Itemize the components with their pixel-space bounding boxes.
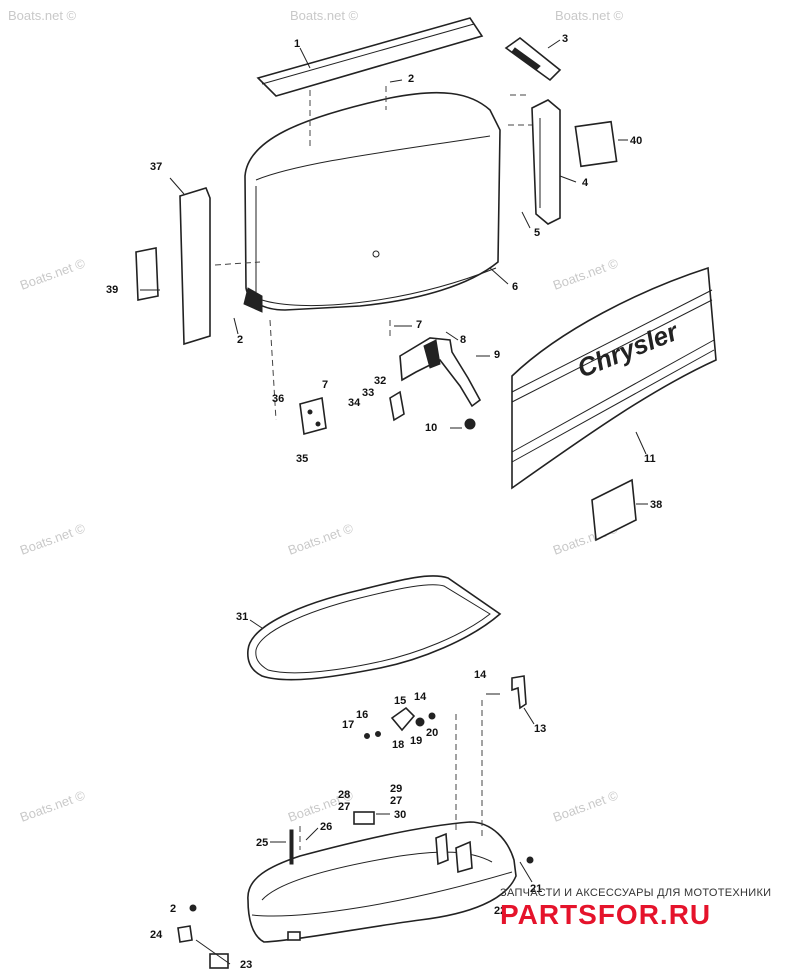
part-decal-40	[574, 120, 618, 168]
footer-logo: PARTSFOR.RU	[500, 899, 711, 930]
callout-13: 13	[534, 723, 546, 735]
callout-31: 31	[236, 611, 248, 623]
footer-branding: ЗАПЧАСТИ И АКСЕССУАРЫ ДЛЯ МОТОТЕХНИКИ PA…	[500, 887, 771, 930]
part-lower-tray	[247, 821, 517, 943]
callout-23: 23	[240, 959, 252, 971]
callout-2: 2	[408, 73, 414, 85]
callout-27: 27	[338, 801, 350, 813]
callout-34: 34	[348, 397, 361, 409]
part-decal-38	[591, 478, 637, 542]
callout-9: 9	[494, 349, 500, 361]
callout-26: 26	[320, 821, 332, 833]
part-upper-cowl	[243, 91, 501, 313]
assembly-guides-upper	[214, 86, 532, 421]
callout-38: 38	[650, 499, 662, 511]
watermark: Boats.net ©	[551, 255, 621, 293]
callout-7: 7	[322, 379, 328, 391]
watermark: Boats.net ©	[286, 520, 356, 558]
part-gasket	[247, 575, 502, 681]
callout-25: 25	[256, 837, 268, 849]
callout-36: 36	[272, 393, 284, 405]
callout-4: 4	[582, 177, 589, 189]
callout-27: 27	[390, 795, 402, 807]
callout-32: 32	[374, 375, 386, 387]
callout-22: 22	[494, 905, 506, 917]
callout-16: 16	[356, 709, 368, 721]
callout-29: 29	[390, 783, 402, 795]
callout-37: 37	[150, 161, 162, 173]
callout-28: 28	[338, 789, 350, 801]
part-top-trim	[256, 17, 484, 97]
callout-19: 19	[410, 735, 422, 747]
callout-2: 2	[170, 903, 176, 915]
lower-hardware	[177, 675, 534, 969]
callout-8: 8	[460, 334, 466, 346]
callout-35: 35	[296, 453, 308, 465]
callout-3: 3	[562, 33, 568, 45]
watermark: Boats.net ©	[555, 8, 624, 23]
callout-33: 33	[362, 387, 374, 399]
watermark: Boats.net ©	[8, 8, 77, 23]
callout-5: 5	[534, 227, 540, 239]
leader-lines	[140, 39, 648, 965]
callout-39: 39	[106, 284, 118, 296]
callout-40: 40	[630, 135, 642, 147]
watermark: Boats.net ©	[18, 787, 88, 825]
part-side-panel: Chrysler	[511, 266, 717, 490]
part-side-bracket	[531, 99, 561, 225]
callout-labels: 1 2 3 40 4 5 6 37 39 2 7 8 9 10 11 38 7 …	[106, 33, 662, 971]
callout-15: 15	[394, 695, 406, 707]
callout-14: 14	[414, 691, 427, 703]
part-latch-bracket	[504, 36, 562, 82]
callout-30: 30	[394, 809, 406, 821]
callout-6: 6	[512, 281, 518, 293]
callout-18: 18	[392, 739, 404, 751]
callout-7: 7	[416, 319, 422, 331]
footer-tagline: ЗАПЧАСТИ И АКСЕССУАРЫ ДЛЯ МОТОТЕХНИКИ	[500, 887, 771, 899]
part-side-strip	[135, 187, 211, 346]
callout-21: 21	[530, 883, 542, 895]
part-hinge-plate	[299, 390, 405, 436]
callout-20: 20	[426, 727, 438, 739]
callout-2: 2	[237, 334, 243, 346]
callout-24: 24	[150, 929, 163, 941]
watermark: Boats.net ©	[290, 8, 359, 23]
callout-1: 1	[294, 38, 300, 50]
callout-17: 17	[342, 719, 354, 731]
callout-14: 14	[474, 669, 487, 681]
watermark: Boats.net ©	[18, 255, 88, 293]
callout-11: 11	[644, 453, 656, 465]
part-mount-bracket	[399, 337, 482, 430]
watermark: Boats.net ©	[551, 787, 621, 825]
assembly-guides-lower	[299, 700, 483, 850]
watermark: Boats.net ©	[18, 520, 88, 558]
callout-10: 10	[425, 422, 437, 434]
